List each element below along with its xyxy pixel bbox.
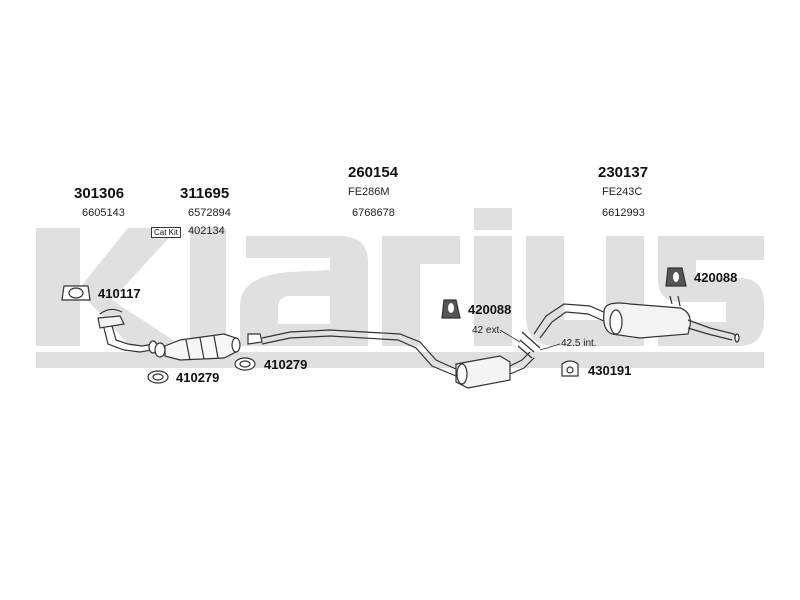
rubber-mount-420088-middle bbox=[441, 299, 461, 319]
dimension-42-5-int: 42.5 int. bbox=[561, 338, 597, 349]
rear-section-230137 bbox=[533, 295, 740, 343]
part-number-260154: 260154 bbox=[348, 164, 399, 181]
catalytic-converter-311695 bbox=[154, 333, 241, 361]
clamp-430191 bbox=[561, 360, 579, 377]
dimension-leader-int bbox=[539, 343, 561, 351]
cat-kit-badge: Cat Kit bbox=[151, 227, 182, 238]
part-number-311695: 311695 bbox=[180, 185, 230, 202]
middle-section-260154 bbox=[247, 329, 535, 389]
callout-410117: 410117 bbox=[98, 286, 141, 301]
callout-420088-rear: 420088 bbox=[694, 270, 738, 285]
part-number-230137: 230137 bbox=[598, 164, 649, 181]
part-code-260154: FE286M bbox=[348, 186, 390, 198]
callout-410279-left: 410279 bbox=[176, 370, 220, 385]
oem-number-301306: 6605143 bbox=[82, 207, 125, 219]
front-pipe-301306 bbox=[97, 308, 158, 354]
dimension-leader-ext bbox=[499, 329, 521, 343]
oem-number-311695: 6572894 bbox=[188, 207, 231, 219]
rubber-mount-420088-rear bbox=[665, 267, 687, 287]
callout-420088-middle: 420088 bbox=[468, 302, 512, 317]
part-number-301306: 301306 bbox=[74, 185, 125, 202]
oem-number-230137: 6612993 bbox=[602, 207, 645, 219]
cat-kit-code: 402134 bbox=[188, 225, 225, 237]
gasket-410117 bbox=[61, 285, 91, 301]
dimension-42-ext: 42 ext. bbox=[472, 325, 503, 336]
callout-430191: 430191 bbox=[588, 363, 632, 378]
joint-clamp-marker bbox=[517, 331, 541, 359]
gasket-410279-left bbox=[147, 370, 169, 384]
part-code-230137: FE243C bbox=[602, 186, 643, 198]
oem-number-260154: 6768678 bbox=[352, 207, 395, 219]
gasket-410279-right bbox=[234, 357, 256, 371]
callout-410279-right: 410279 bbox=[264, 357, 308, 372]
